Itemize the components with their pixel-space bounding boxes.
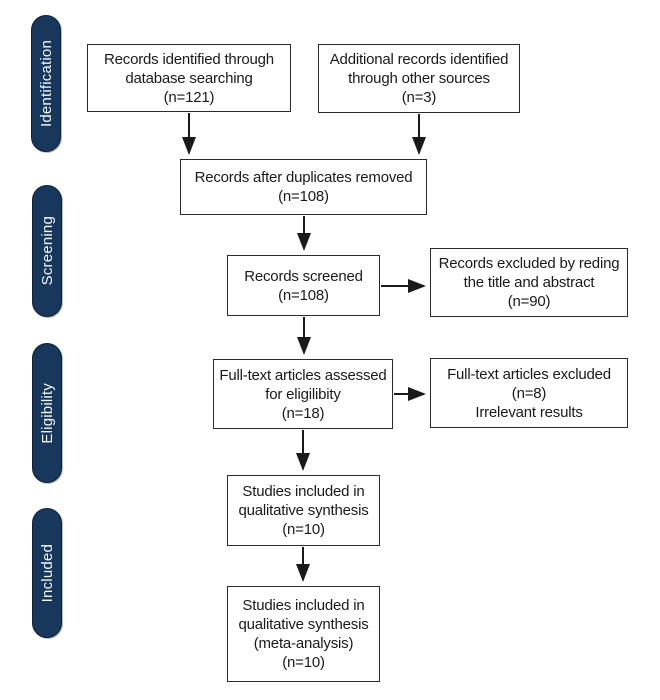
box-fulltext-assessed: Full-text articles assessed for eligilib…: [213, 359, 393, 429]
stage-label-included: Included: [38, 543, 56, 603]
stage-label-eligibility: Eligibility: [38, 382, 56, 444]
box-studies-meta-analysis: Studies included in qualitative synthesi…: [227, 586, 380, 682]
stage-pill-eligibility: Eligibility: [32, 343, 62, 483]
box-records-after-duplicates: Records after duplicates removed (n=108): [180, 159, 427, 215]
stage-label-screening: Screening: [38, 216, 56, 286]
box-records-screened: Records screened (n=108): [227, 255, 380, 316]
box-additional-records-other-sources: Additional records identified through ot…: [318, 44, 520, 113]
stage-label-identification: Identification: [37, 39, 55, 128]
stage-pill-screening: Screening: [32, 185, 62, 317]
box-records-excluded: Records excluded by reding the title and…: [430, 248, 628, 317]
stage-pill-identification: Identification: [31, 15, 61, 152]
box-studies-qualitative: Studies included in qualitative synthesi…: [227, 475, 380, 546]
stage-pill-included: Included: [32, 508, 62, 638]
box-fulltext-excluded: Full-text articles excluded (n=8) Irrele…: [430, 358, 628, 428]
box-records-identified-database: Records identified through database sear…: [87, 44, 291, 112]
